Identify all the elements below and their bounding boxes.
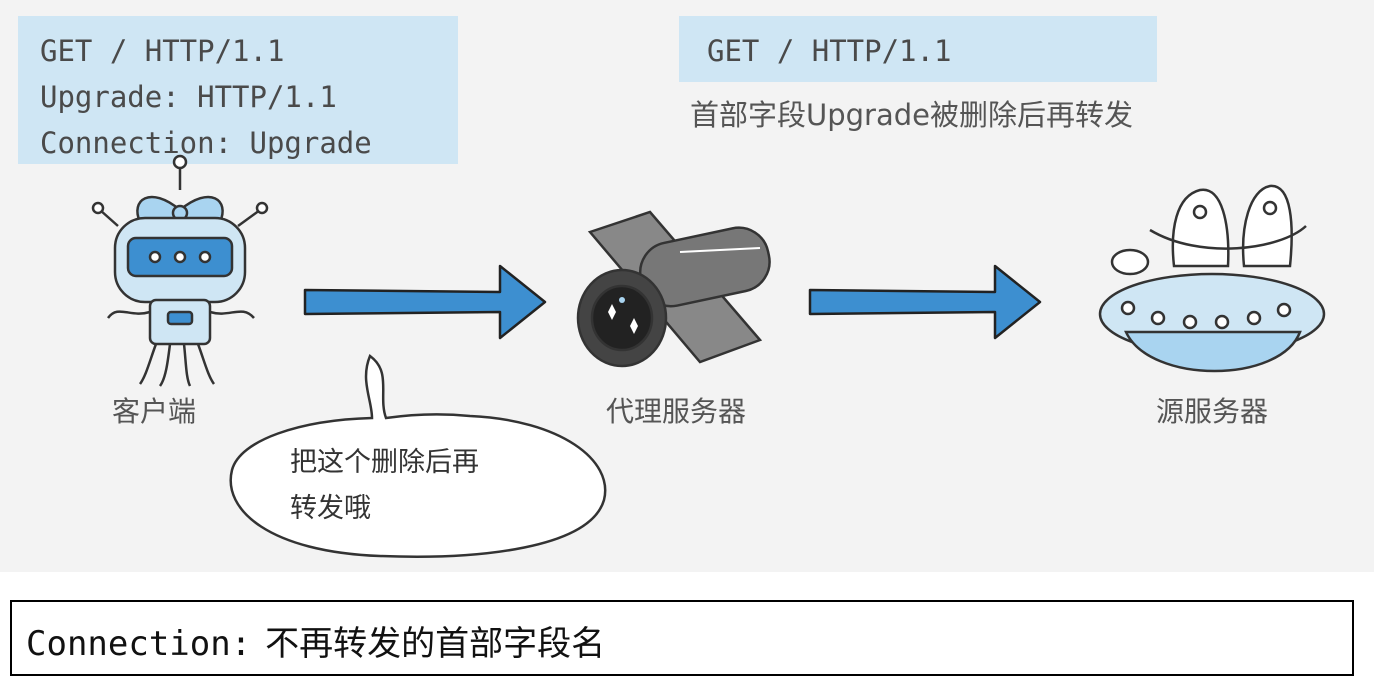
caption-header-name: Connection:: [26, 624, 252, 664]
forwarding-note: 首部字段Upgrade被删除后再转发: [690, 98, 1133, 132]
satellite-proxy-icon: [576, 210, 771, 368]
right-arrow-icon: [808, 264, 1042, 340]
ufo-origin-server-icon: [1098, 184, 1326, 373]
illustration-layer: [91, 154, 1326, 558]
speech-bubble-icon: [229, 354, 607, 558]
speech-bubble-text: 把这个删除后再 转发哦: [290, 440, 550, 532]
connection-header-line: Connection: Upgrade: [40, 126, 372, 160]
forwarded-request-box: GET / HTTP/1.1: [679, 16, 1157, 82]
caption-box: Connection: 不再转发的首部字段名: [10, 600, 1354, 676]
forwarded-request-line: GET / HTTP/1.1: [707, 34, 952, 68]
proxy-label: 代理服务器: [606, 395, 747, 428]
robot-client-icon: [91, 154, 269, 387]
upgrade-header-line: Upgrade: HTTP/1.1: [40, 80, 337, 114]
client-request-box: GET / HTTP/1.1 Upgrade: HTTP/1.1 Connect…: [18, 16, 458, 164]
origin-server-label: 源服务器: [1156, 395, 1269, 428]
client-label: 客户端: [112, 395, 197, 428]
bubble-line-2: 转发哦: [290, 493, 371, 524]
bubble-line-1: 把这个删除后再: [290, 447, 479, 478]
right-arrow-icon: [303, 264, 547, 340]
request-line: GET / HTTP/1.1: [40, 34, 285, 68]
caption-description: 不再转发的首部字段名: [265, 624, 606, 664]
